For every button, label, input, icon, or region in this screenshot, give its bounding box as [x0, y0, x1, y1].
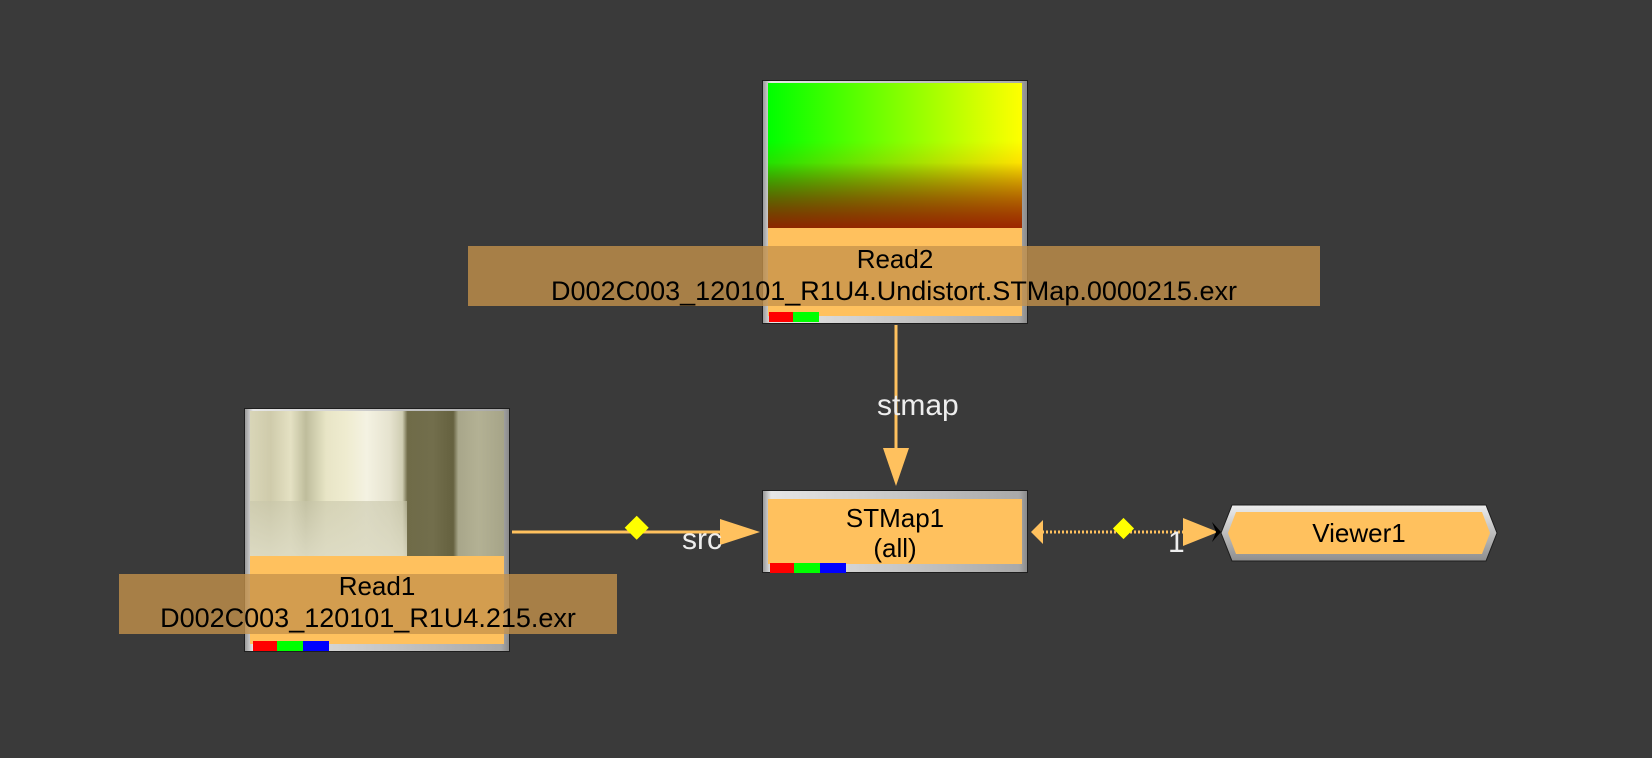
wire-src[interactable]: [512, 519, 760, 545]
node-subtitle-stmap1: (all): [873, 533, 917, 563]
node-name-stmap1: STMap1: [845, 503, 945, 533]
channel-indicator: [769, 309, 819, 322]
channel-red: [770, 563, 794, 573]
channel-green: [794, 563, 820, 573]
node-body: [768, 499, 1022, 564]
thumbnail-corridor: [250, 411, 504, 556]
input-label-src: src: [682, 523, 722, 556]
node-name-read1: Read1: [338, 571, 416, 601]
node-stmap1[interactable]: STMap1 (all): [762, 490, 1028, 573]
wire-dot-viewer[interactable]: [1112, 517, 1135, 540]
viewer-shape: [1220, 504, 1498, 562]
file-label-band-read2: [468, 246, 1320, 306]
channel-red: [769, 312, 793, 322]
file-name-read2: D002C003_120101_R1U4.Undistort.STMap.000…: [551, 276, 1237, 306]
channel-green: [793, 312, 819, 322]
input-label-viewer: 1: [1168, 526, 1185, 559]
channel-indicator: [253, 638, 329, 651]
node-name-viewer1: Viewer1: [1312, 518, 1406, 548]
wire-viewer-input[interactable]: [1031, 518, 1221, 546]
wire-stmap[interactable]: [883, 325, 909, 486]
thumbnail-stmap: [768, 83, 1022, 228]
channel-green: [277, 641, 303, 651]
wire-dot-src[interactable]: [624, 515, 649, 540]
channel-red: [253, 641, 277, 651]
input-label-stmap: stmap: [877, 389, 959, 422]
node-name-read2: Read2: [856, 244, 934, 274]
file-label-band-read1: [119, 574, 617, 634]
channel-blue: [303, 641, 329, 651]
file-name-read1: D002C003_120101_R1U4.215.exr: [160, 603, 576, 633]
channel-indicator: [770, 560, 846, 573]
channel-blue: [820, 563, 846, 573]
node-viewer1[interactable]: Viewer1: [1220, 504, 1498, 562]
